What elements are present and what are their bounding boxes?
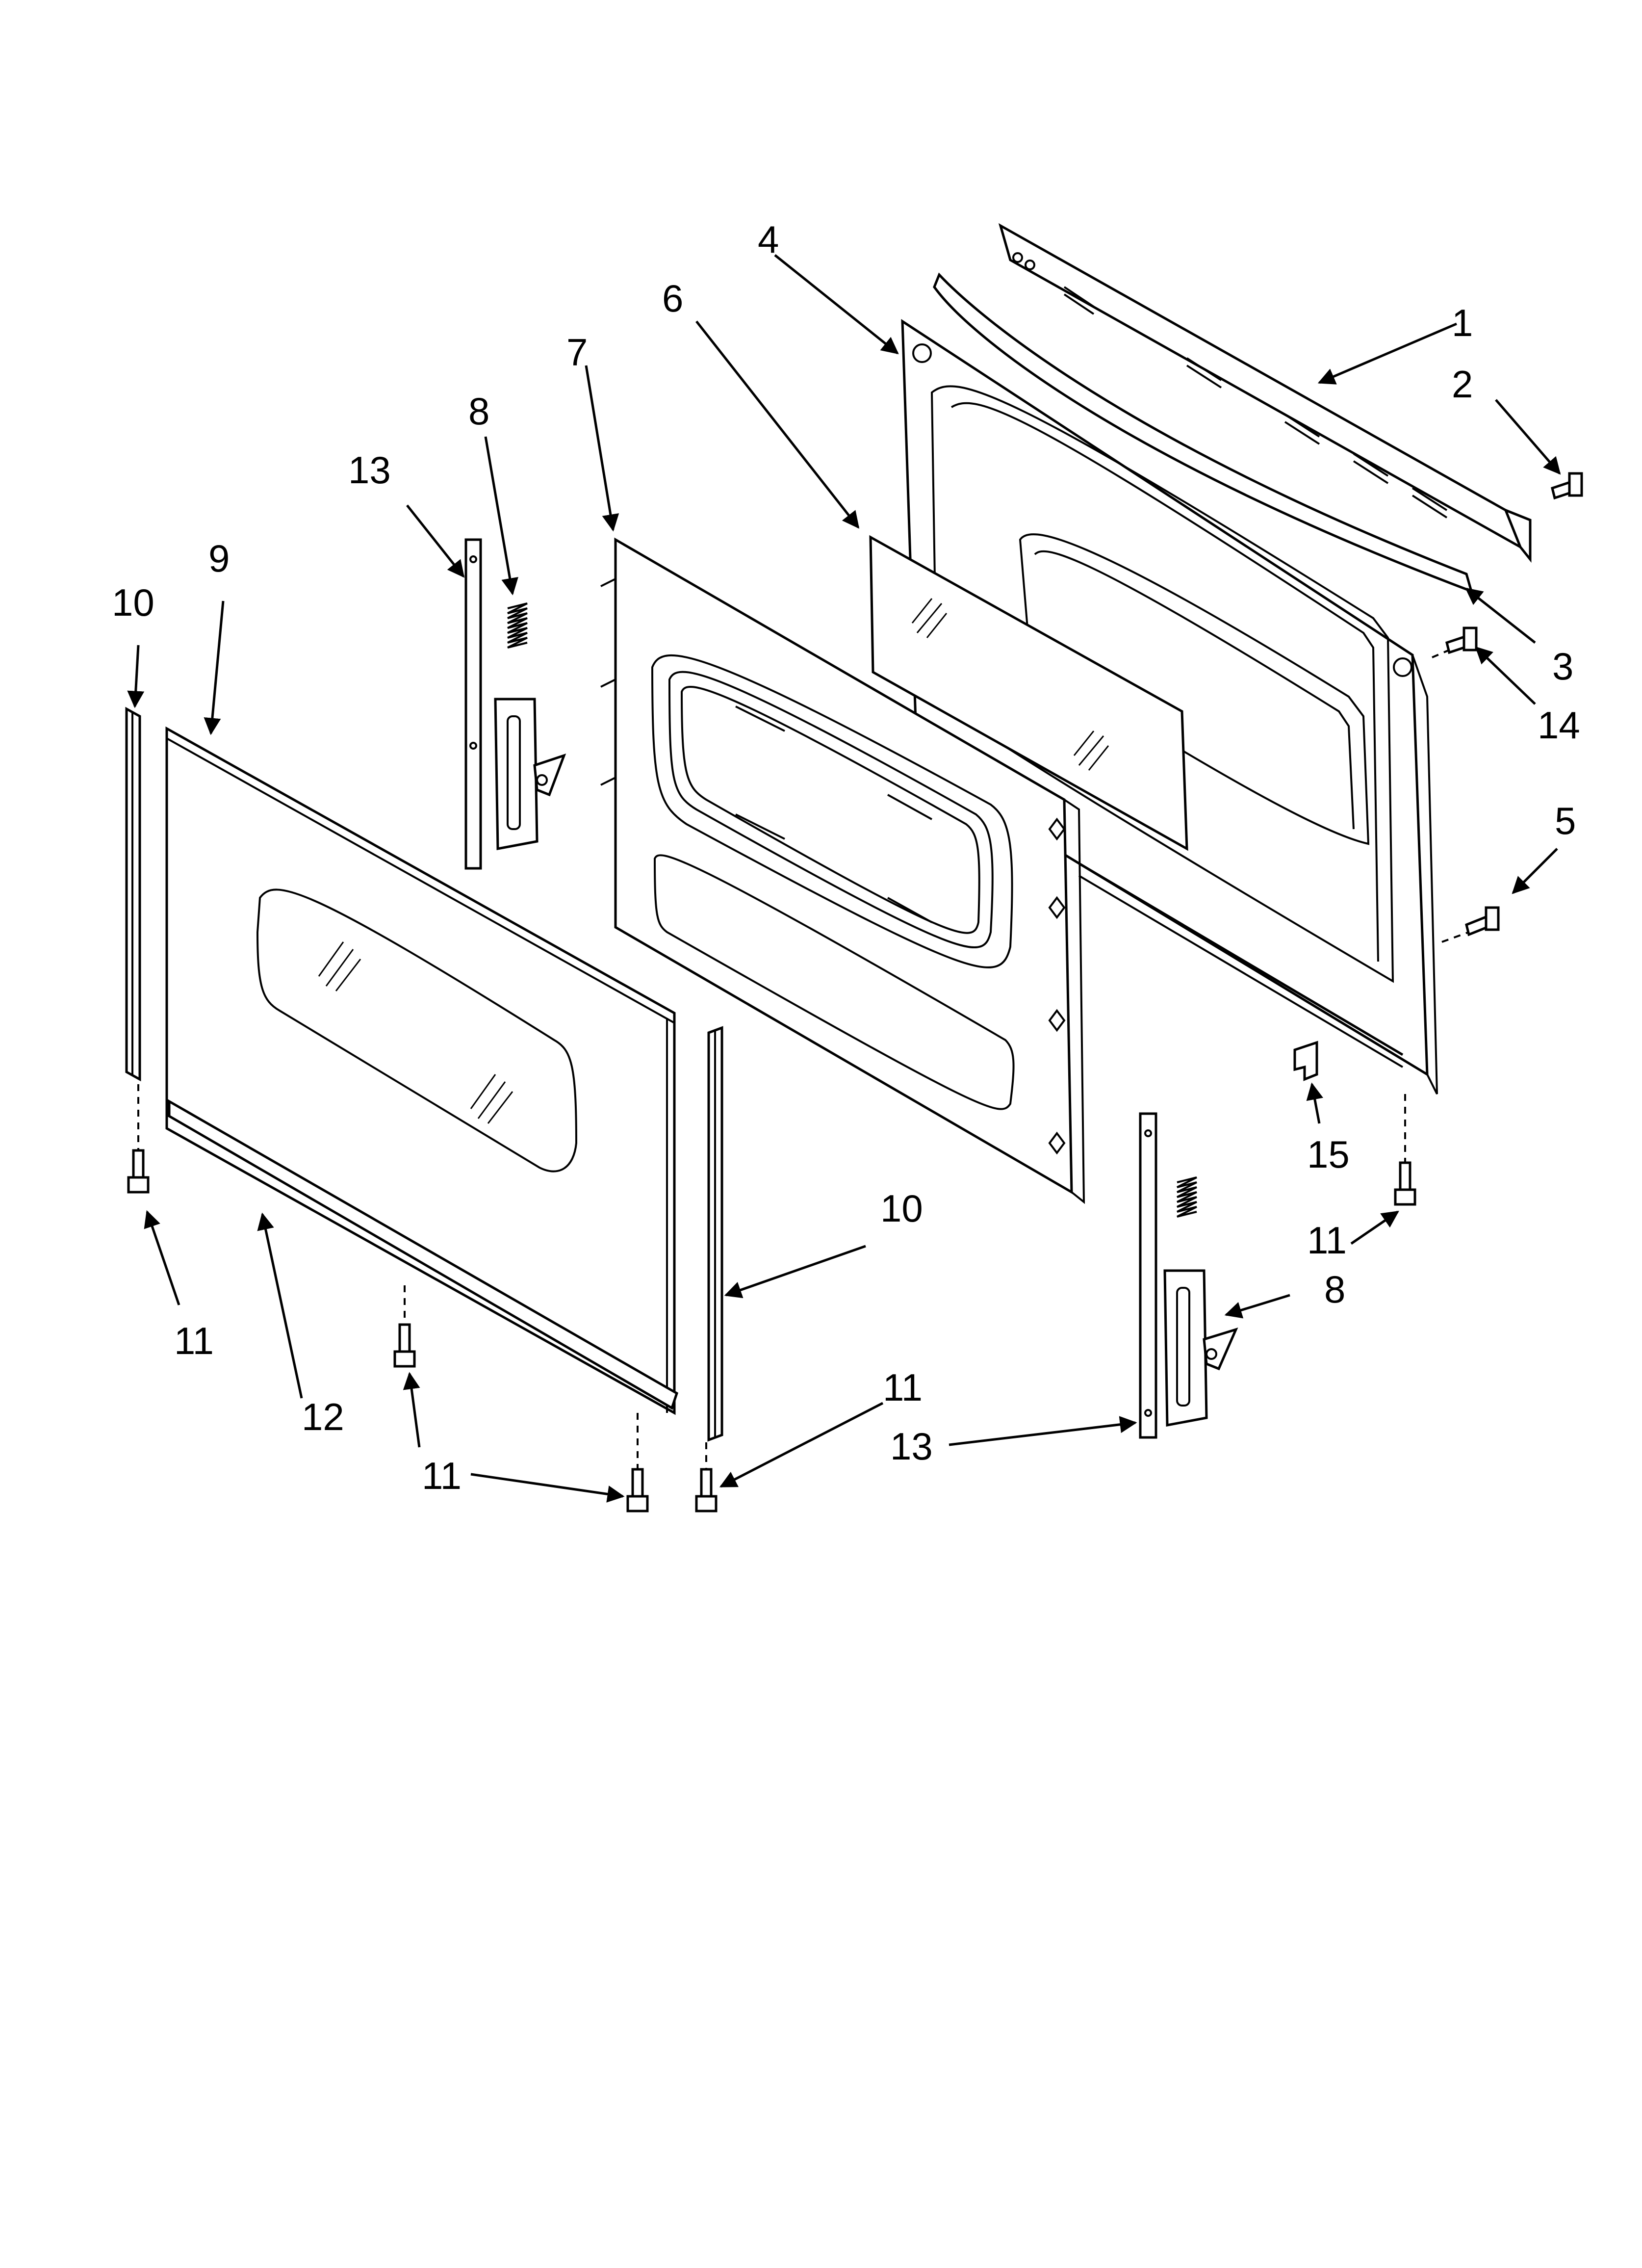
callout-7: 7 [566, 331, 588, 374]
part-13-hinge-receiver-left [464, 538, 482, 870]
screw-part-14 [1445, 626, 1478, 654]
callout-8-right: 8 [1324, 1268, 1345, 1311]
part-13-hinge-receiver-right [1139, 1112, 1157, 1439]
screw-11-bottom-right [626, 1468, 649, 1512]
callout-labels: 1 2 3 4 5 6 7 8 8 9 10 10 11 11 11 11 12… [112, 218, 1580, 1497]
part-6-glass-pane [869, 535, 1188, 851]
part-8-hinge-right [1163, 1176, 1238, 1427]
callout-9: 9 [208, 537, 230, 580]
callout-11-bottom: 11 [422, 1454, 462, 1497]
part-1-vent-trim [998, 223, 1532, 563]
callout-3: 3 [1552, 645, 1573, 688]
callout-12: 12 [302, 1395, 344, 1438]
leader-lines [127, 254, 1561, 1503]
part-10-side-trim-right [707, 1026, 723, 1442]
callout-11-right: 11 [1307, 1219, 1347, 1262]
part-7-inner-door-frame [600, 537, 1085, 1204]
screw-11-left [127, 1149, 150, 1194]
callout-6: 6 [662, 277, 683, 320]
screw-11-bottom-center [393, 1323, 416, 1368]
callout-13-top: 13 [348, 448, 391, 492]
callout-11-left: 11 [174, 1319, 214, 1362]
part-10-side-trim-left [125, 706, 141, 1082]
part-15-clip [1293, 1041, 1318, 1081]
callout-1: 1 [1452, 301, 1473, 344]
callout-5: 5 [1555, 799, 1576, 842]
callout-14: 14 [1538, 704, 1580, 747]
part-8-hinge-left [494, 602, 566, 851]
alignment-lines [137, 649, 1469, 1469]
part-12-bottom-trim [168, 1099, 679, 1410]
screw-part-5 [1465, 906, 1500, 937]
callout-8-top: 8 [468, 390, 489, 433]
screw-part-2 [1551, 472, 1583, 500]
callout-10-left: 10 [112, 581, 154, 624]
callout-11-center-right: 11 [883, 1366, 923, 1409]
callout-4: 4 [758, 218, 779, 261]
callout-13-bottom: 13 [890, 1425, 933, 1468]
callout-10-right: 10 [880, 1187, 923, 1230]
callout-15: 15 [1307, 1133, 1350, 1176]
screw-11-right [1394, 1161, 1416, 1206]
screw-11-side [695, 1468, 718, 1512]
part-9-outer-glass-door [165, 726, 676, 1415]
callout-2: 2 [1452, 363, 1473, 406]
